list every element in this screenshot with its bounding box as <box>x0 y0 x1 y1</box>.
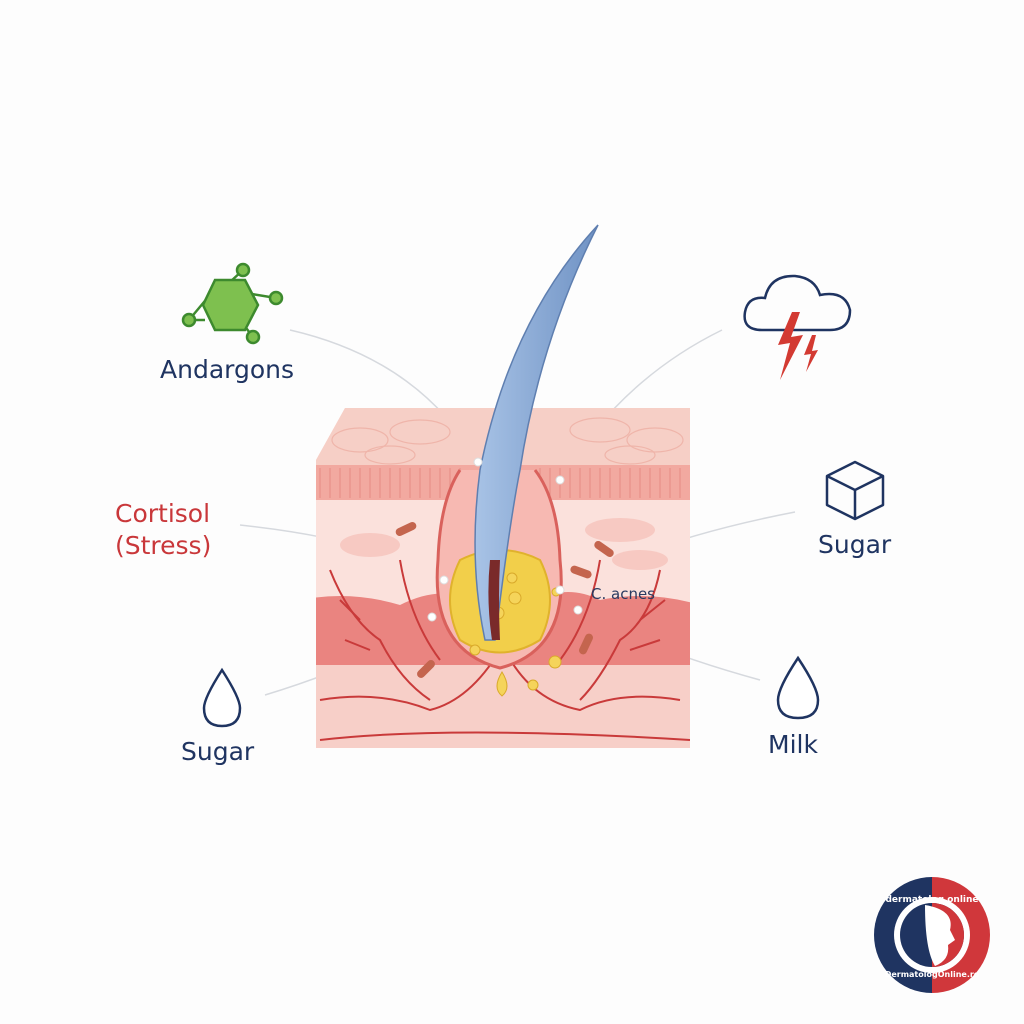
svg-text:DermatologOnline.ro: DermatologOnline.ro <box>885 970 980 979</box>
label-sugar-right: Sugar <box>818 530 892 559</box>
label-sugar-left: Sugar <box>181 737 255 766</box>
molecule-icon <box>181 262 284 345</box>
label-cortisol-line1: Cortisol <box>115 499 211 528</box>
sugar-cube-icon <box>825 460 885 521</box>
droplet-icon-right <box>776 655 820 720</box>
droplet-icon-left <box>202 667 242 728</box>
brand-logo: dermatolog online DermatologOnline.ro <box>874 877 990 993</box>
label-cortisol-line2: (Stress) <box>115 531 212 560</box>
label-milk: Milk <box>768 730 818 759</box>
label-c-acnes: C. acnes <box>591 585 655 603</box>
svg-text:dermatolog online: dermatolog online <box>885 895 978 905</box>
hair-shaft <box>474 224 599 641</box>
storm-cloud-icon <box>743 274 852 380</box>
label-androgens: Andargons <box>160 355 295 384</box>
label-cortisol: Cortisol (Stress) <box>115 498 211 562</box>
